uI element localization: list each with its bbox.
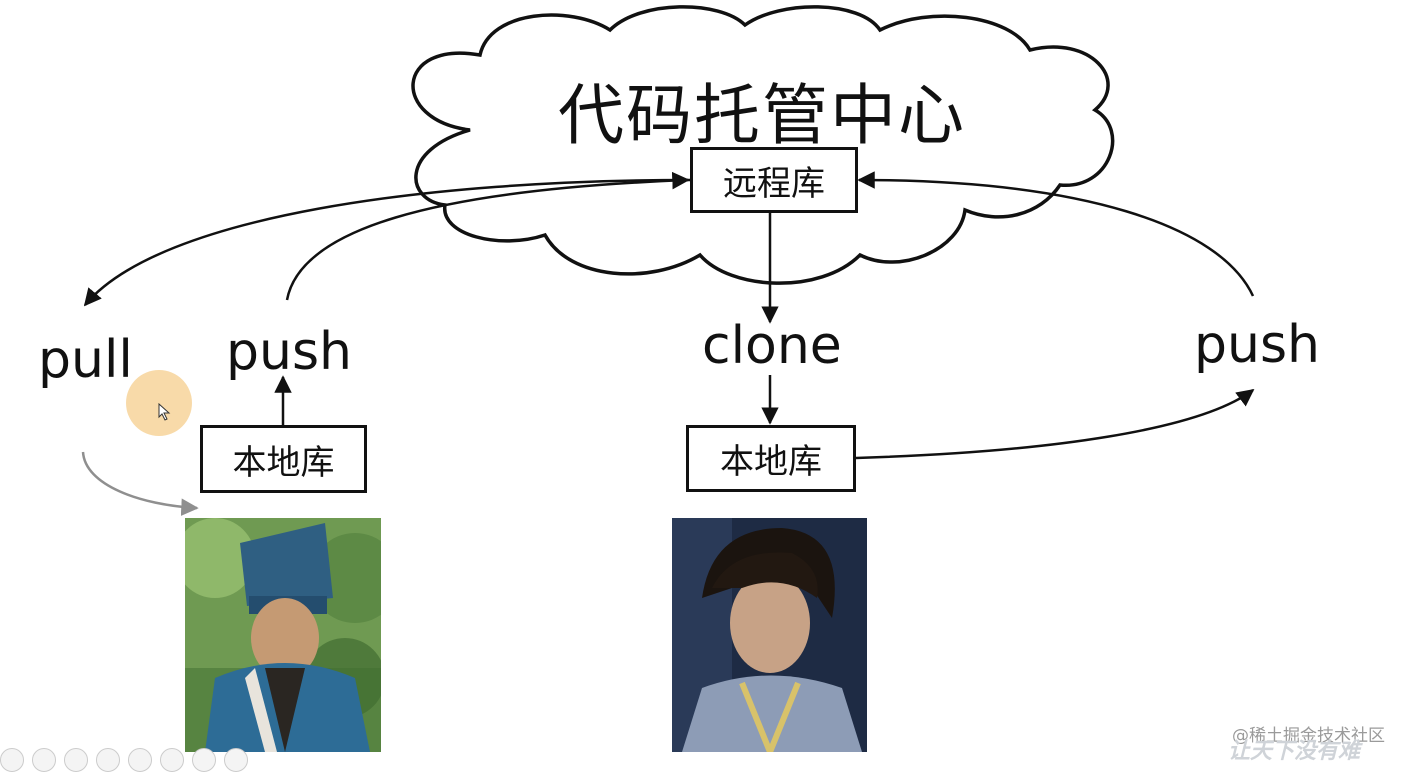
player-control-6[interactable] — [160, 748, 184, 772]
player-control-3[interactable] — [64, 748, 88, 772]
arrow-remote-to-pull — [83, 178, 691, 307]
player-control-5[interactable] — [128, 748, 152, 772]
right-user-portrait — [672, 518, 867, 752]
cursor-highlight — [126, 370, 192, 436]
right-local-repo-label: 本地库 — [720, 442, 822, 482]
arrow-pull-to-user — [81, 451, 199, 516]
right-user-photo — [672, 518, 867, 752]
left-user-portrait — [185, 518, 381, 752]
left-user-photo — [185, 518, 381, 752]
cloud-shape — [411, 5, 1115, 285]
player-controls — [0, 748, 248, 772]
watermark-logo: 让天下没有难 — [1228, 738, 1361, 764]
player-control-4[interactable] — [96, 748, 120, 772]
player-control-2[interactable] — [32, 748, 56, 772]
player-control-7[interactable] — [192, 748, 216, 772]
right-push-label: push — [1194, 315, 1321, 375]
left-push-label: push — [226, 322, 353, 382]
left-local-repo-box: 本地库 — [200, 425, 367, 493]
left-local-repo-label: 本地库 — [232, 442, 335, 483]
cloud-title: 代码托管中心 — [558, 77, 966, 154]
arrow-push-to-remote — [285, 171, 690, 301]
remote-repo-label: 远程库 — [723, 163, 825, 204]
watermark-text: @稀土掘金技术社区 — [1232, 726, 1385, 746]
right-local-repo-box: 本地库 — [686, 425, 856, 492]
remote-repo-box: 远程库 — [690, 147, 858, 213]
clone-label: clone — [702, 316, 842, 376]
pull-label: pull — [38, 330, 133, 390]
player-control-8[interactable] — [224, 748, 248, 772]
player-control-1[interactable] — [0, 748, 24, 772]
arrow-right-local-to-push — [855, 388, 1255, 460]
mouse-pointer-icon — [158, 403, 171, 421]
arrow-right-push-to-remote — [857, 171, 1255, 297]
